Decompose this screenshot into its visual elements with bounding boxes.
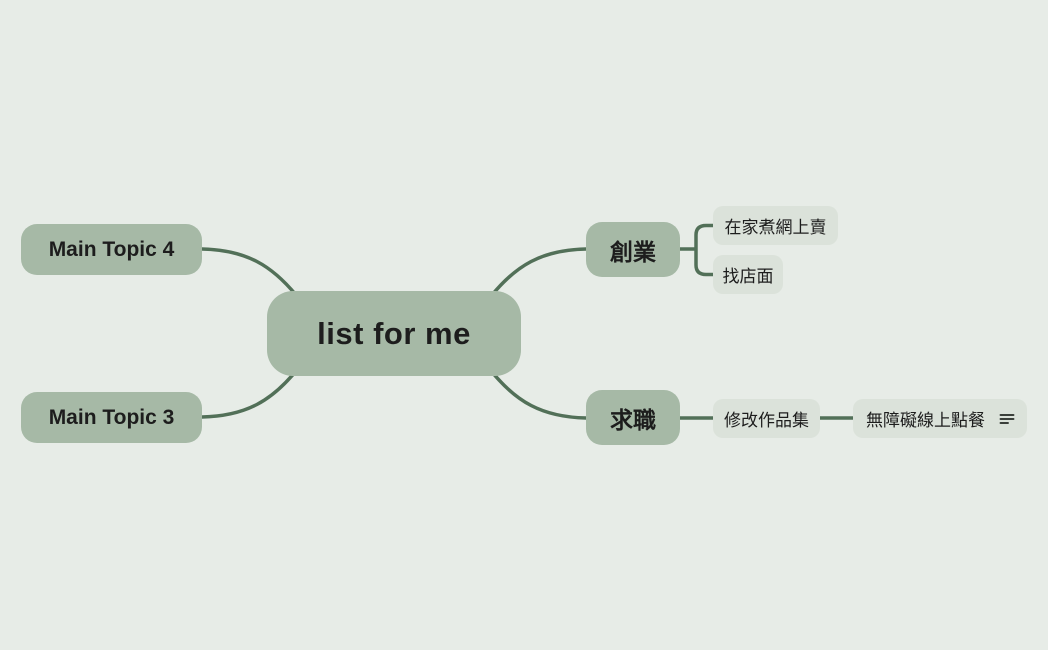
- main-topic-4[interactable]: Main Topic 4: [21, 224, 202, 275]
- main-topic-chuangye[interactable]: 創業: [586, 222, 680, 277]
- subtopic-revise-portfolio[interactable]: 修改作品集: [713, 399, 820, 438]
- main-topic-3-label: Main Topic 3: [48, 405, 175, 429]
- connector-root-main-topic-3: [200, 369, 298, 419]
- main-topic-qiuzhi[interactable]: 求職: [586, 390, 680, 445]
- subtopic-label: 無障礙線上點餐: [866, 411, 985, 430]
- main-topic-chuangye-label: 創業: [610, 238, 656, 265]
- subtopic-label: 找店面: [722, 267, 774, 286]
- subtopic-accessible-online-ordering[interactable]: 無障礙線上點餐: [853, 399, 1027, 438]
- main-topic-4-label: Main Topic 4: [48, 237, 175, 261]
- root-topic[interactable]: list for me: [267, 291, 521, 376]
- main-topic-qiuzhi-label: 求職: [610, 406, 656, 433]
- notes-icon[interactable]: [999, 412, 1015, 426]
- connector-chuangye-children: [678, 223, 715, 277]
- subtopic-label: 修改作品集: [724, 411, 809, 430]
- root-topic-label: list for me: [317, 315, 471, 351]
- main-topic-3[interactable]: Main Topic 3: [21, 392, 202, 443]
- subtopic-cook-at-home-sell-online[interactable]: 在家煮網上賣: [713, 206, 838, 245]
- connector-root-main-topic-4: [200, 247, 298, 297]
- connector-root-chuangye: [490, 247, 588, 297]
- subtopic-label: 在家煮網上賣: [724, 218, 827, 237]
- subtopic-find-storefront[interactable]: 找店面: [713, 255, 783, 294]
- connector-root-qiuzhi: [490, 370, 588, 420]
